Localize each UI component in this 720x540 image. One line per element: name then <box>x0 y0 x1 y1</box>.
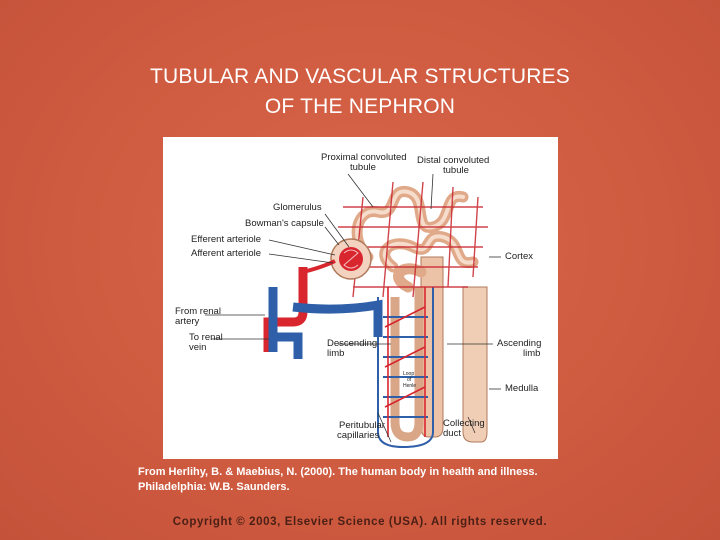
peritubular-capillaries-red <box>384 287 426 437</box>
title-line-2: OF THE NEPHRON <box>264 95 456 118</box>
renal-vein <box>268 287 383 359</box>
label-cortex: Cortex <box>505 251 533 262</box>
label-efferent-arteriole: Efferent arteriole <box>191 234 262 245</box>
label-proximal-line1: Proximal convoluted <box>321 152 407 163</box>
label-from-renal-line1: From renal <box>175 306 221 317</box>
label-ascending-line1: Ascending <box>497 338 542 349</box>
label-to-renal-line2: vein <box>189 342 207 353</box>
copyright-notice: Copyright © 2003, Elsevier Science (USA)… <box>172 516 548 528</box>
credit-line-2: Philadelphia: W.B. Saunders. <box>138 481 290 493</box>
leader-lines <box>205 173 501 443</box>
title-line-1: TUBULAR AND VASCULAR STRUCTURES <box>149 65 571 88</box>
convoluted-tubules-highlight <box>355 189 475 269</box>
collecting-duct <box>462 286 488 443</box>
figure-credit: From Herlihy, B. & Maebius, N. (2000). T… <box>138 465 658 495</box>
label-afferent-arteriole: Afferent arteriole <box>191 248 262 259</box>
label-descending-line2: limb <box>327 348 345 359</box>
afferent-arteriole <box>302 259 336 274</box>
label-from-renal-line2: artery <box>175 316 200 327</box>
label-collecting-line1: Collecting <box>443 418 485 429</box>
slide-title: TUBULAR AND VASCULAR STRUCTURES OF THE N… <box>0 62 720 122</box>
label-distal-line1: Distal convoluted <box>417 155 490 166</box>
label-descending-line1: Descending <box>327 338 378 349</box>
label-to-renal-line1: To renal <box>189 332 223 343</box>
label-loop-line1: Loop <box>403 371 415 377</box>
loop-of-henle <box>390 287 424 442</box>
label-loop-line3: Henle <box>403 383 417 389</box>
label-distal-line2: tubule <box>443 165 469 176</box>
label-proximal-line2: tubule <box>350 162 376 173</box>
label-peritubular-line2: capillaries <box>337 430 380 441</box>
credit-line-1: From Herlihy, B. & Maebius, N. (2000). T… <box>138 466 538 478</box>
label-ascending-line2: limb <box>523 348 541 359</box>
label-glomerulus: Glomerulus <box>273 202 322 213</box>
label-bowmans-capsule: Bowman's capsule <box>245 218 324 229</box>
nephron-diagram: Proximal convoluted tubule Distal convol… <box>163 137 558 459</box>
label-collecting-line2: duct <box>443 428 461 439</box>
label-medulla: Medulla <box>505 383 539 394</box>
label-peritubular-line1: Peritubular <box>339 420 385 431</box>
nephron-illustration <box>205 173 501 449</box>
label-loop-line2: of <box>407 377 412 383</box>
